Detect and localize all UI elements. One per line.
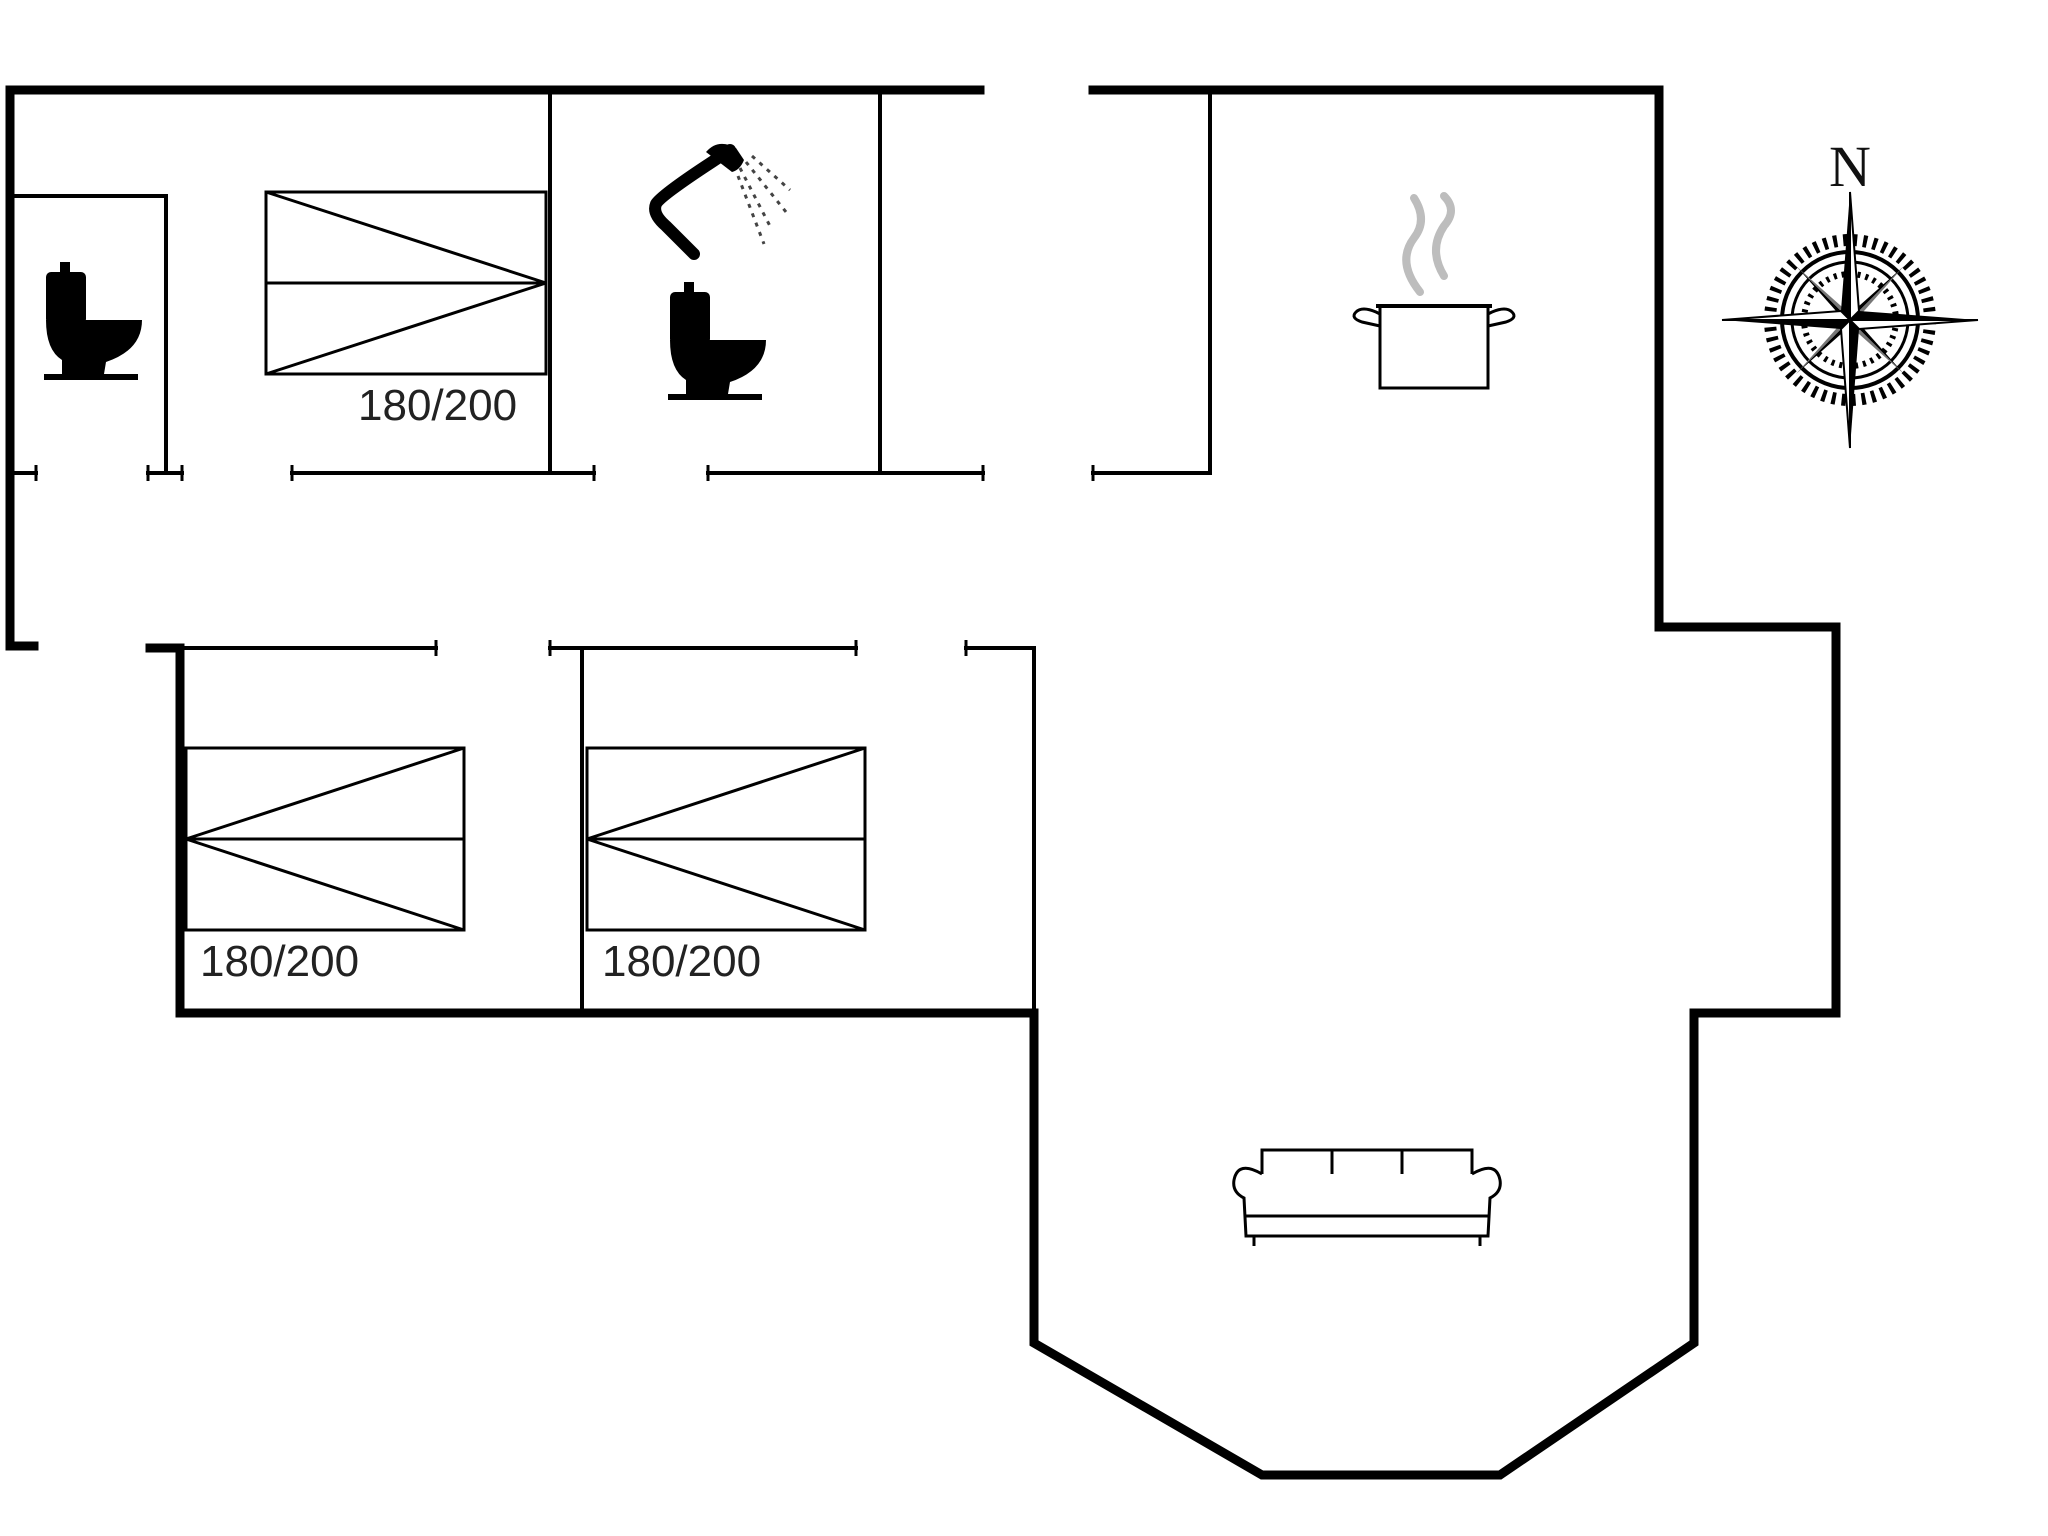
bed-lower-right bbox=[585, 746, 867, 932]
toilet-icon bbox=[668, 282, 766, 400]
north-label: N bbox=[1829, 134, 1871, 199]
compass-rose-icon bbox=[1721, 191, 1979, 449]
interior-walls bbox=[8, 88, 1212, 1015]
shower-icon bbox=[649, 143, 792, 260]
bed-size-label: 180/200 bbox=[602, 937, 761, 986]
sofa-icon bbox=[1232, 1148, 1502, 1246]
exterior-walls bbox=[5, 85, 1841, 1480]
toilet-icon bbox=[44, 262, 142, 380]
cooking-pot-icon bbox=[1352, 192, 1516, 390]
bed-size-label: 180/200 bbox=[358, 381, 517, 430]
bed-lower-left bbox=[184, 746, 466, 932]
bed-size-label: 180/200 bbox=[200, 937, 359, 986]
bed-top bbox=[264, 190, 548, 376]
